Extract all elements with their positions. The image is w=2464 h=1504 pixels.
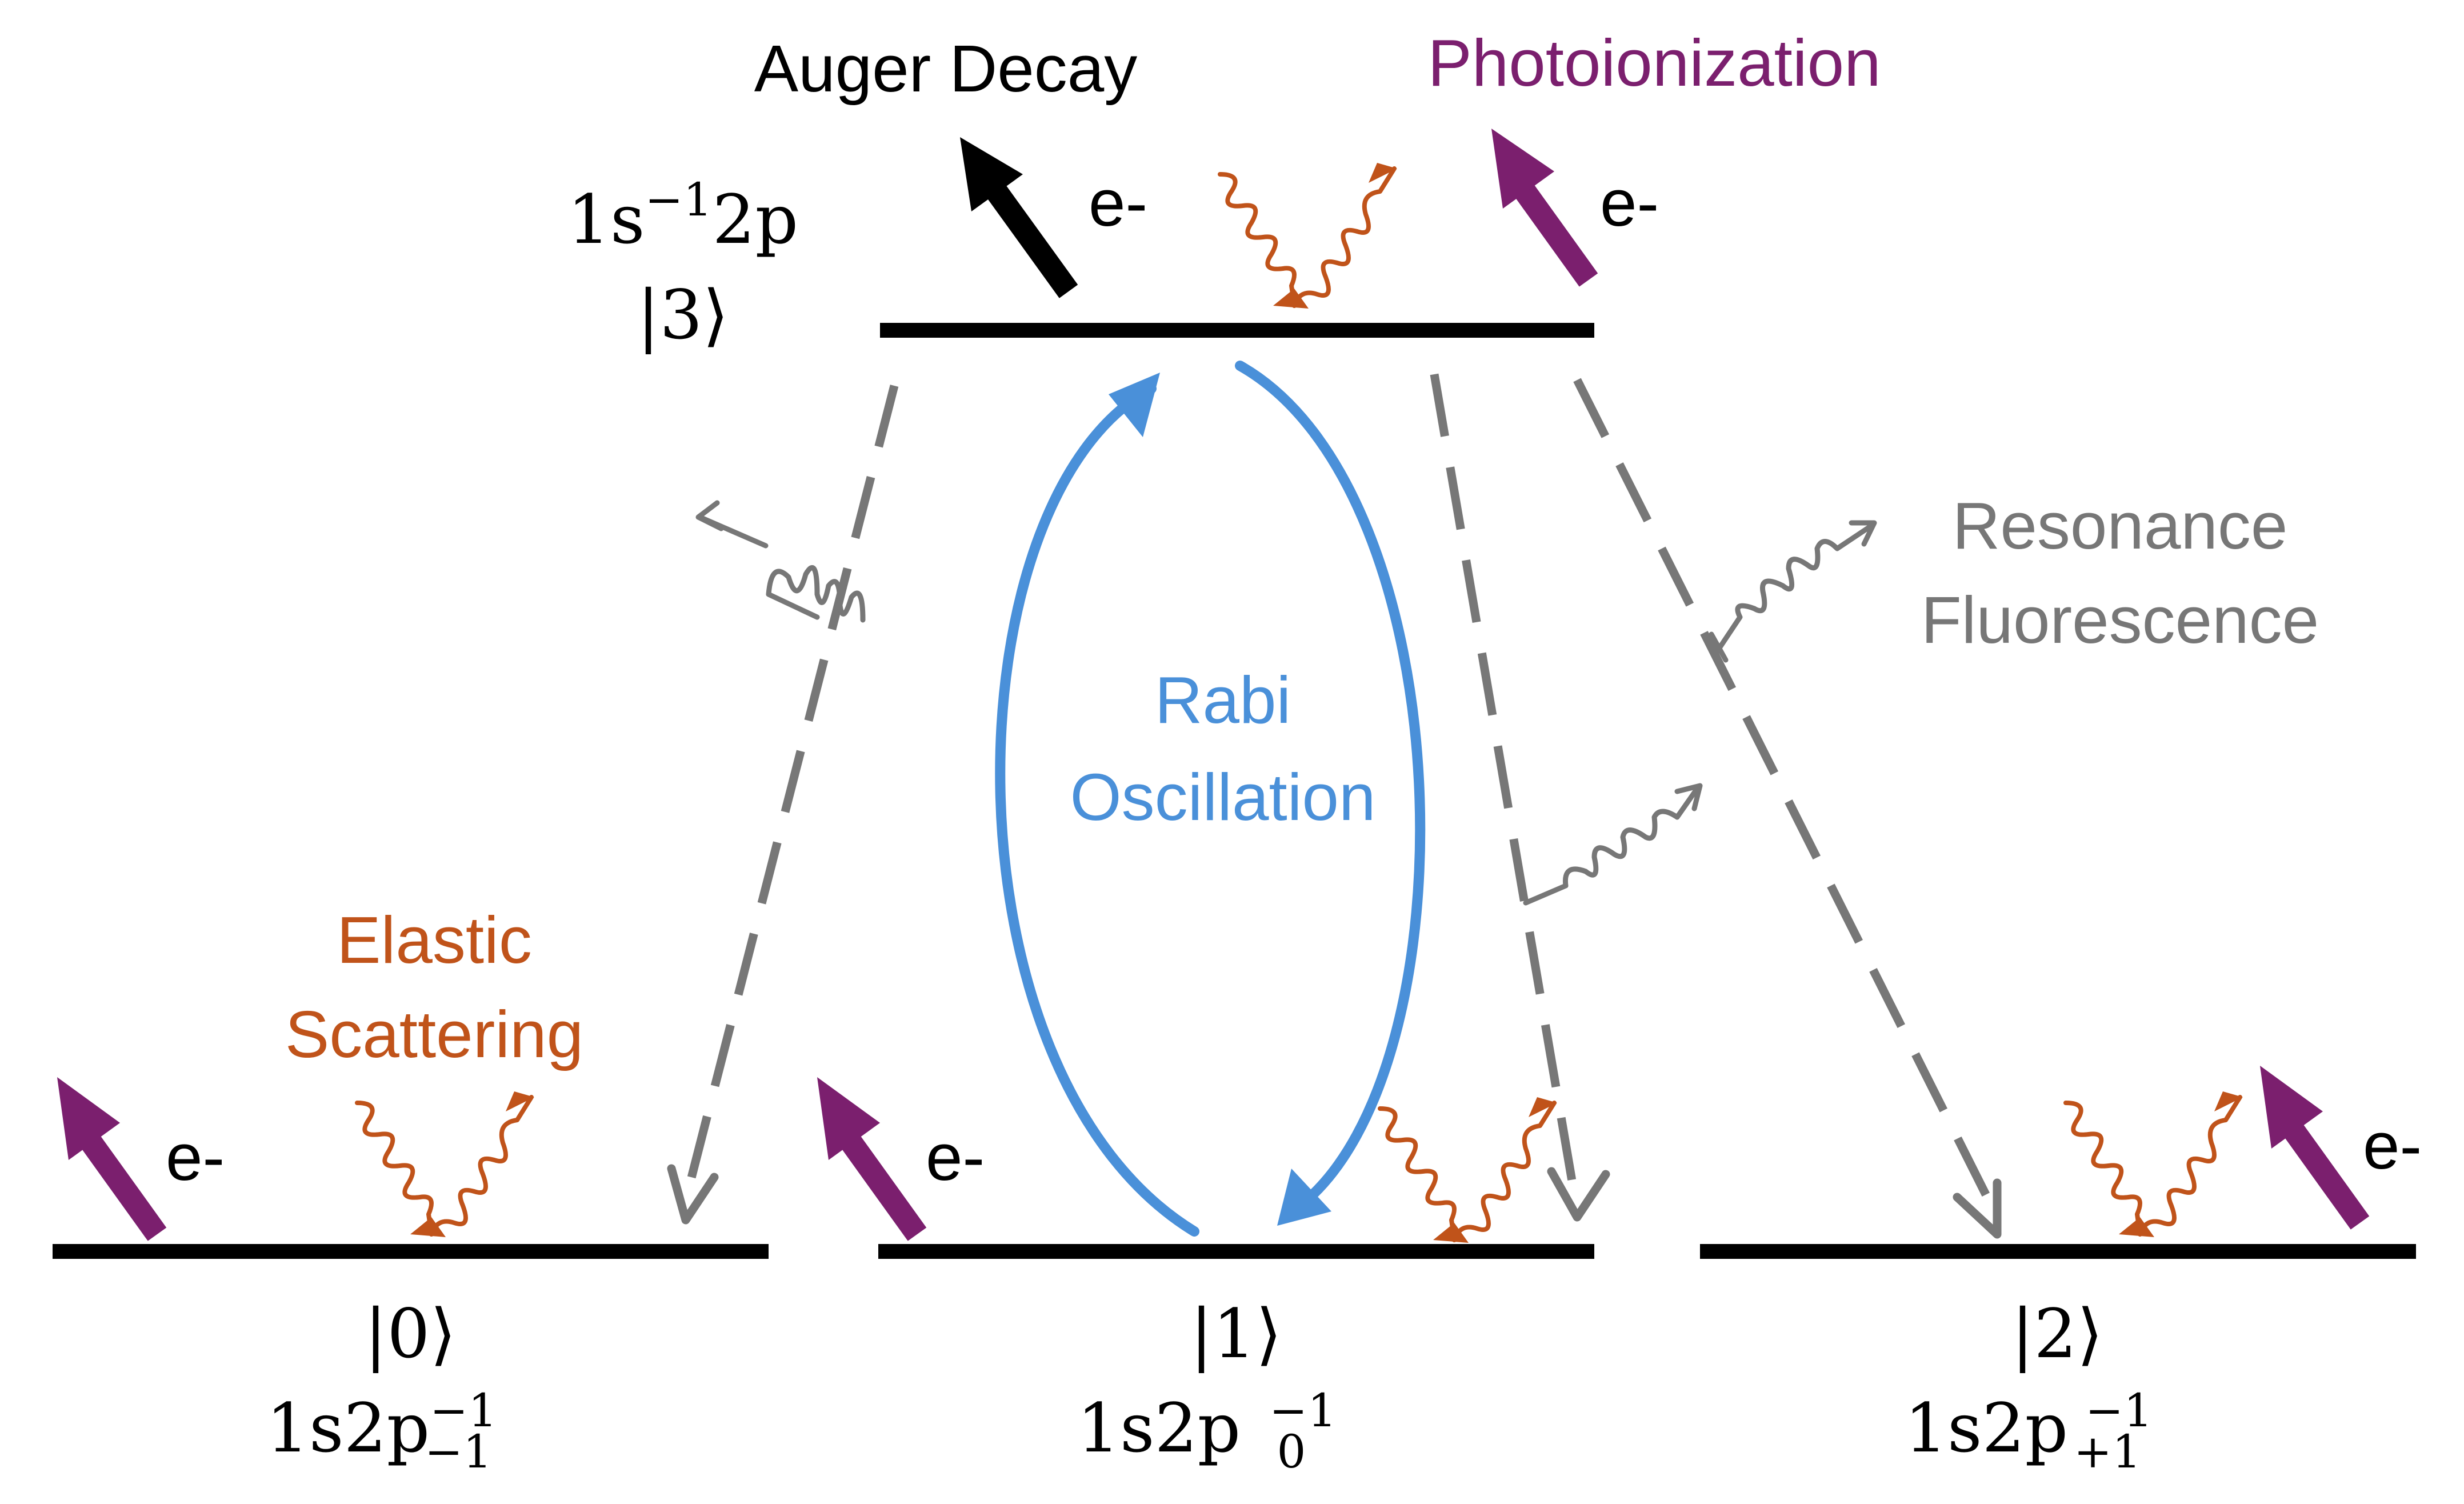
elastic-photon-level-1 (1380, 1097, 1557, 1243)
elastic-photon-level-3 (1220, 163, 1397, 309)
state-2-config: 1s2p−1 (1905, 1384, 2153, 1467)
state-3-config: 1s−12p (567, 173, 798, 259)
photon-arrowhead-2 (1849, 520, 1877, 547)
rabi-label-1: Rabi (1155, 663, 1291, 737)
photoionization-electron-arrow-1 (817, 1077, 927, 1241)
decay-arrows (667, 373, 2002, 1239)
rabi-oscillation-arrows (995, 361, 1426, 1237)
state-1-ket: |1⟩ (1190, 1294, 1282, 1373)
state-0-config: 1s2p−1 (266, 1384, 497, 1467)
electron-label-0: e- (166, 1120, 225, 1194)
state-3-ket: |3⟩ (637, 275, 729, 354)
photon-tick (1709, 631, 1729, 663)
elastic-label-2: Scattering (285, 997, 583, 1071)
rabi-down-arc (1235, 361, 1426, 1211)
state-1-config: 1s2p−1 (1077, 1384, 1337, 1467)
state-0-ket: |0⟩ (365, 1294, 457, 1373)
state-2-ket: |2⟩ (2011, 1294, 2103, 1373)
electron-arrow-icon (2260, 1066, 2323, 1149)
decay-3-to-2-head (1953, 1178, 2002, 1239)
auger-decay-label: Auger Decay (754, 31, 1138, 106)
state-0-config-sub: −1 (425, 1425, 492, 1478)
electron-arrow-icon (817, 1077, 880, 1160)
resonance-label-1: Resonance (1953, 489, 2288, 563)
photon-arrowhead-3 (1674, 783, 1703, 811)
decay-3-to-1 (1430, 373, 1579, 1195)
electron-label-2: e- (2363, 1109, 2422, 1183)
decay-3-to-0 (681, 385, 899, 1201)
electron-arrow-icon (1491, 129, 1554, 209)
rabi-up-arc (995, 383, 1199, 1237)
fluorescence-photons (695, 500, 1877, 906)
state-2-config-sub: +1 (2074, 1425, 2141, 1478)
auger-electron-label: e- (1089, 166, 1147, 240)
decay-3-to-2 (1573, 378, 1998, 1214)
resonance-label-2: Fluorescence (1921, 583, 2319, 657)
photoionization-label: Photoionization (1427, 26, 1881, 100)
rabi-down-arrowhead (1277, 1169, 1331, 1226)
electron-arrow-icon (960, 137, 1023, 211)
photon-icon-4 (1523, 786, 1700, 906)
photon-icon-3 (1714, 523, 1874, 654)
decay-3-to-1-head (1547, 1167, 1610, 1222)
elastic-label-1: Elastic (337, 903, 532, 977)
photoionization-electron-arrow-2 (2260, 1066, 2370, 1230)
elastic-photon-level-0 (357, 1091, 534, 1237)
rabi-up-arrowhead (1109, 373, 1160, 437)
photon-icon (766, 565, 866, 623)
photoionization-electron-arrow-0 (57, 1077, 167, 1241)
photoionization-electron-arrow-3 (1491, 129, 1598, 287)
electron-arrow-icon (57, 1077, 120, 1160)
electron-label-3: e- (1600, 166, 1659, 240)
elastic-photon-level-2 (2066, 1091, 2243, 1237)
decay-3-to-0-head (667, 1164, 719, 1225)
photon-arrowhead (695, 500, 724, 531)
electron-label-1: e- (926, 1120, 985, 1194)
rabi-label-2: Oscillation (1070, 760, 1375, 834)
auger-electron-arrow (960, 137, 1078, 298)
state-1-config-sub: 0 (1277, 1425, 1306, 1478)
